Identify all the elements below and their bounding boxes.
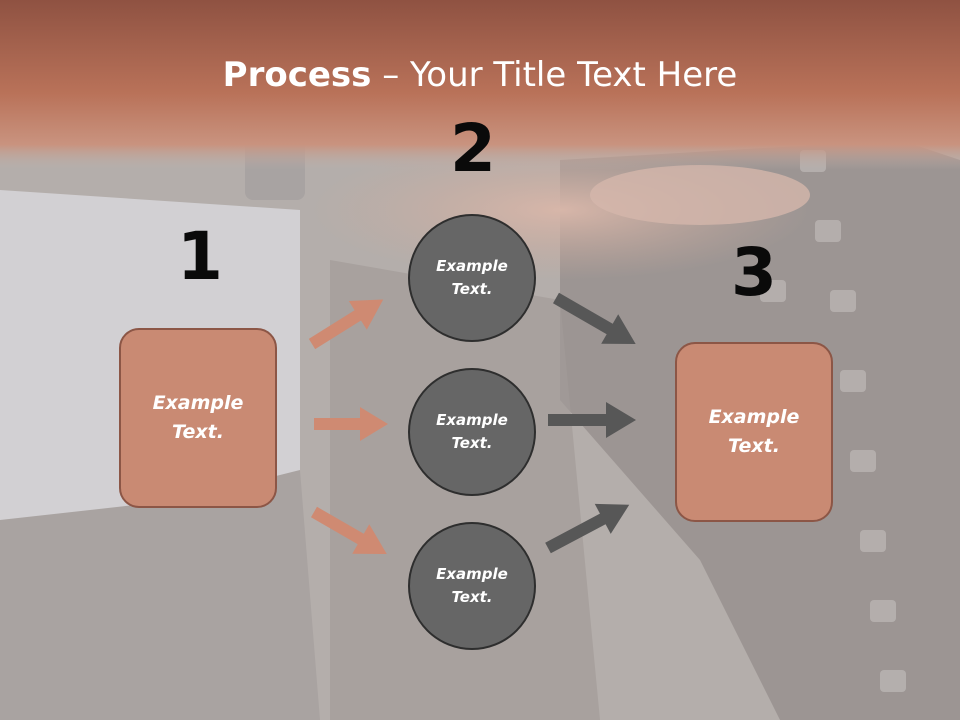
step-3-text: Example Text.: [708, 406, 800, 457]
right-arrow-icon: [314, 407, 388, 441]
right-arrow-icon: [553, 292, 636, 344]
title-dash: –: [371, 55, 411, 95]
step-2-circle-top: Example Text.: [408, 214, 536, 342]
right-arrow-icon: [548, 402, 636, 438]
step-1-text: Example Text.: [152, 392, 244, 443]
title-rest: Your Title Text Here: [410, 55, 738, 95]
step-number-2: 2: [450, 110, 496, 187]
step-1-box: Example Text.: [119, 328, 277, 508]
circle-bottom-text: Example Text.: [436, 565, 508, 606]
step-2-circle-bottom: Example Text.: [408, 522, 536, 650]
step-number-3: 3: [731, 234, 777, 311]
slide-title: Process – Your Title Text Here: [0, 52, 960, 98]
step-3-box: Example Text.: [675, 342, 833, 522]
title-bold: Process: [222, 55, 372, 95]
step-2-circle-middle: Example Text.: [408, 368, 536, 496]
right-arrow-icon: [311, 506, 387, 554]
circle-middle-text: Example Text.: [436, 411, 508, 452]
right-arrow-icon: [545, 503, 630, 554]
right-arrow-icon: [308, 299, 384, 350]
circle-top-text: Example Text.: [436, 257, 508, 298]
step-number-1: 1: [177, 218, 223, 295]
